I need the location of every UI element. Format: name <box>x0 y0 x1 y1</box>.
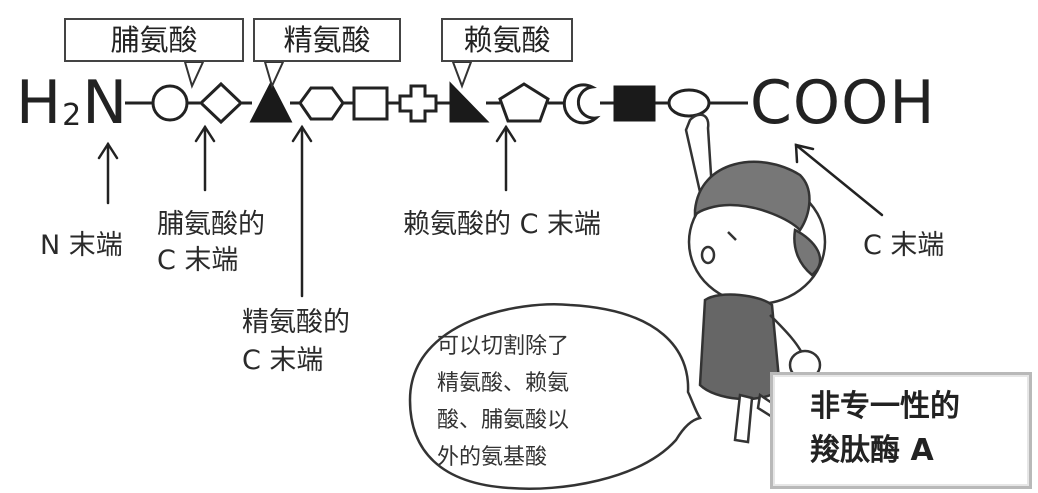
c-terminus-formula: COOH <box>750 68 936 138</box>
residue-filled-square <box>613 85 656 122</box>
n-end-label: N 末端 <box>40 230 123 261</box>
enzyme-label-line-1: 非专一性的 <box>810 389 960 424</box>
residue-pentagon <box>498 82 550 123</box>
bubble-line-2: 精氨酸、赖氨 <box>437 371 570 396</box>
n-terminus-formula: H2N <box>16 68 128 151</box>
lysine-box-label: 赖氨酸 <box>441 18 573 62</box>
n-terminus-subscript: 2 <box>62 98 83 133</box>
residue-triangle-arginine <box>249 80 293 123</box>
enzyme-label-box <box>770 372 1032 489</box>
enzyme-label: 非专一性的 羧肽酶 A <box>810 385 960 473</box>
annotation-arrows <box>97 124 884 298</box>
bubble-line-4: 外的氨基酸 <box>437 445 548 470</box>
label-pointers <box>183 61 473 89</box>
n-terminus-n: N <box>82 68 129 138</box>
residue-triangle-lysine <box>449 81 490 123</box>
n-terminus-h: H <box>16 68 63 138</box>
lysine-c-end-label: 赖氨酸的 C 末端 <box>403 209 602 240</box>
proline-box-label: 脯氨酸 <box>64 18 244 62</box>
speech-bubble <box>408 303 703 490</box>
residue-circle <box>151 84 189 122</box>
proline-c-end-label-line1: 脯氨酸的 <box>157 209 265 240</box>
c-end-label: C 末端 <box>863 230 945 261</box>
arginine-box-label: 精氨酸 <box>253 18 401 62</box>
residue-hexagon <box>298 86 345 121</box>
residue-crescent <box>562 83 601 125</box>
enzyme-label-line-2: 羧肽酶 A <box>810 433 934 468</box>
bubble-line-3: 酸、脯氨酸以 <box>437 408 570 433</box>
proline-c-end-label-line2: C 末端 <box>157 245 239 276</box>
speech-bubble-text: 可以切割除了 精氨酸、赖氨 酸、脯氨酸以 外的氨基酸 <box>437 328 637 476</box>
residue-diamond-proline <box>198 81 244 125</box>
cartoon-character <box>684 113 827 444</box>
residue-cross <box>398 84 438 123</box>
bubble-line-1: 可以切割除了 <box>437 334 570 359</box>
residue-oval <box>667 88 711 118</box>
arginine-c-end-label-line2: C 末端 <box>242 345 324 376</box>
residue-square <box>352 86 389 121</box>
arginine-c-end-label-line1: 精氨酸的 <box>242 307 350 338</box>
